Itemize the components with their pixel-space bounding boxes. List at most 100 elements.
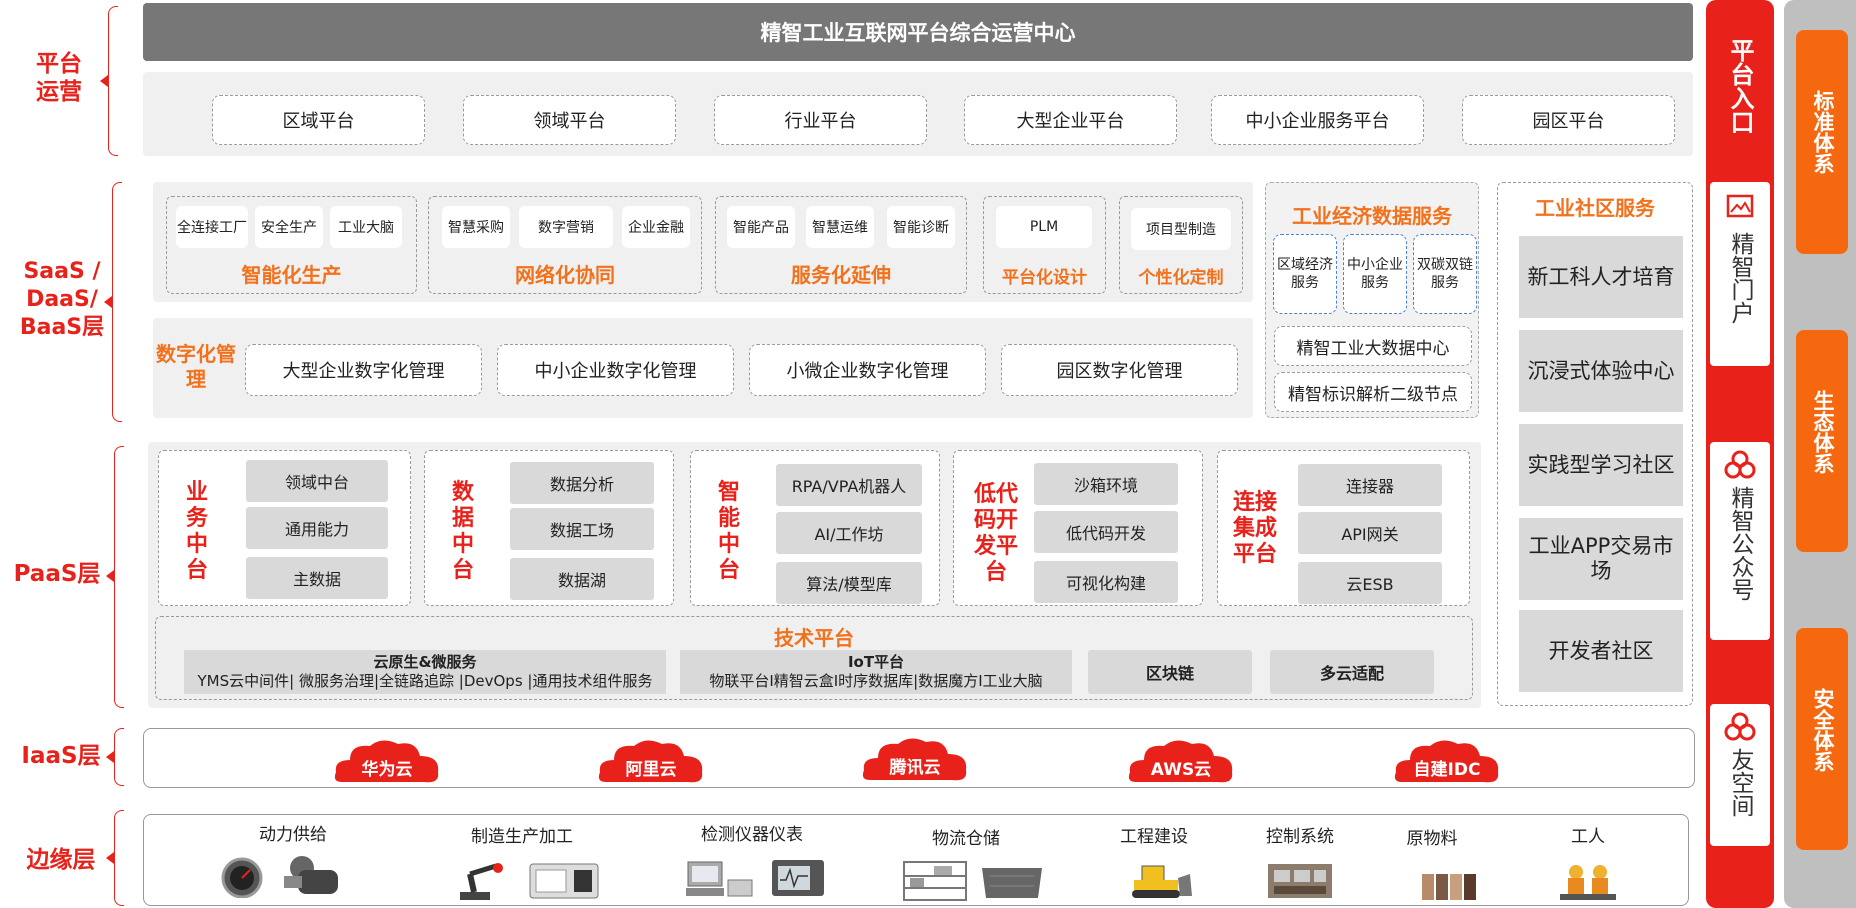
saas-item[interactable]: 工业大脑: [330, 206, 402, 248]
oscilloscope-icon: [772, 860, 824, 896]
cloud-label: 腾讯云: [889, 758, 941, 778]
econ-bigdata-center[interactable]: 精智工业大数据中心: [1274, 326, 1472, 366]
entry-official[interactable]: [1710, 442, 1770, 640]
saas-item[interactable]: 智能产品: [727, 206, 795, 248]
image-icon: [1726, 194, 1754, 218]
platform-region[interactable]: 区域平台: [212, 95, 425, 145]
cloud-icon: [598, 740, 703, 783]
paas-item[interactable]: 低代码开发: [1034, 511, 1178, 553]
edge-panel: [143, 814, 1689, 906]
layer-label-iaas: IaaS层: [21, 743, 101, 769]
raw-material-icon: [1422, 874, 1476, 900]
econ-box-regional[interactable]: 区域经济服务: [1273, 234, 1337, 314]
community-item[interactable]: 开发者社区: [1519, 610, 1683, 692]
bracket-saas: [112, 182, 122, 422]
layer-label-saas: SaaS / DaaS/ BaaS层: [19, 259, 105, 340]
platform-industry[interactable]: 行业平台: [714, 95, 927, 145]
workers-icon: [1560, 865, 1616, 900]
bracket-iaas: [114, 728, 124, 786]
paas-item[interactable]: 可视化构建: [1034, 561, 1178, 603]
cloud-icon: [334, 740, 439, 783]
layer-label-edge: 边缘层: [26, 847, 96, 873]
system-ecology[interactable]: [1796, 330, 1848, 552]
edge-label: 物流仓储: [932, 829, 1000, 849]
saas-item[interactable]: 智慧采购: [442, 206, 510, 248]
bracket-paas: [114, 446, 124, 708]
logo-icon: [1724, 450, 1756, 479]
saas-item[interactable]: 智慧运维: [806, 206, 874, 248]
digital-item[interactable]: 园区数字化管理: [1001, 344, 1238, 396]
cloud-tencent[interactable]: 腾讯云: [860, 734, 970, 786]
paas-item[interactable]: 算法/模型库: [776, 562, 922, 604]
saas-item[interactable]: 数字营销: [519, 206, 613, 248]
digital-management-title: 数字化管理: [156, 342, 236, 391]
tech-blockchain[interactable]: 区块链: [1088, 650, 1252, 694]
layer-label-platform-ops: 平台运营: [36, 51, 82, 105]
warehouse-shelf-icon: [903, 861, 967, 901]
saas-item[interactable]: 智能诊断: [887, 206, 955, 248]
cloud-label: 阿里云: [625, 760, 677, 780]
saas-item[interactable]: PLM: [996, 206, 1092, 248]
digital-item[interactable]: 小微企业数字化管理: [749, 344, 986, 396]
saas-item[interactable]: 安全生产: [255, 206, 323, 248]
platform-domain[interactable]: 领域平台: [463, 95, 676, 145]
saas-item[interactable]: 项目型制造: [1131, 208, 1231, 250]
paas-item[interactable]: API网关: [1298, 512, 1442, 554]
cloud-huawei[interactable]: 华为云: [332, 736, 442, 788]
saas-group-intelligent-production: [166, 196, 417, 294]
pump-icon: [284, 856, 338, 894]
entry-title: 平台入口: [1726, 38, 1754, 134]
tech-cloud-native-title: 云原生&微服务: [373, 653, 477, 671]
platform-park[interactable]: 园区平台: [1462, 95, 1675, 145]
paas-item[interactable]: AI/工作坊: [776, 512, 922, 554]
community-item[interactable]: 新工科人才培育: [1519, 236, 1683, 318]
paas-item[interactable]: 云ESB: [1298, 562, 1442, 604]
edge-label: 动力供给: [238, 820, 348, 845]
cloud-idc[interactable]: 自建IDC: [1392, 736, 1502, 788]
paas-item[interactable]: 数据分析: [510, 462, 654, 504]
econ-box-carbon[interactable]: 双碳双链服务: [1413, 234, 1477, 314]
econ-title: 工业经济数据服务: [1292, 204, 1452, 228]
community-item[interactable]: 工业APP交易市场: [1519, 518, 1683, 600]
paas-item[interactable]: 领域中台: [246, 460, 388, 502]
community-item[interactable]: 沉浸式体验中心: [1519, 330, 1683, 412]
cloud-icon: [862, 738, 967, 781]
paas-item[interactable]: 通用能力: [246, 507, 388, 549]
crate-icon: [982, 868, 1042, 898]
system-standard[interactable]: [1796, 30, 1848, 254]
paas-item[interactable]: 数据湖: [510, 558, 654, 600]
paas-group-title: 连接集成平台: [1232, 490, 1277, 567]
tech-iot-title: IoT平台: [847, 653, 905, 671]
paas-item[interactable]: 连接器: [1298, 464, 1442, 506]
gauge-icon: [221, 857, 263, 898]
paas-item[interactable]: 数据工场: [510, 508, 654, 550]
paas-group-title: 数据中台: [451, 480, 474, 583]
tech-platform: [155, 616, 1473, 700]
tech-iot[interactable]: IoT平台 物联平台I精智云盒I时序数据库|数据魔方I工业大脑: [680, 650, 1072, 694]
edge-label: 检测仪器仪表: [701, 825, 803, 845]
bracket-arrow: [106, 751, 114, 763]
tech-multicloud[interactable]: 多云适配: [1270, 650, 1434, 694]
system-security[interactable]: [1796, 628, 1848, 850]
platform-sme-service[interactable]: 中小企业服务平台: [1211, 95, 1424, 145]
system-ecology-label: 生态体系: [1811, 390, 1835, 474]
logo-icon: [1724, 712, 1756, 741]
cloud-aliyun[interactable]: 阿里云: [596, 736, 706, 788]
saas-item[interactable]: 全连接工厂: [176, 206, 248, 248]
paas-item[interactable]: RPA/VPA机器人: [776, 464, 922, 506]
econ-identifier-node[interactable]: 精智标识解析二级节点: [1274, 372, 1472, 412]
saas-group-customization: [1119, 196, 1243, 294]
entry-friend-label: 友空间: [1727, 748, 1753, 817]
saas-item[interactable]: 企业金融: [622, 206, 690, 248]
community-item[interactable]: 实践型学习社区: [1519, 424, 1683, 506]
econ-box-sme[interactable]: 中小企业服务: [1343, 234, 1407, 314]
bracket-edge: [114, 810, 124, 906]
paas-item[interactable]: 主数据: [246, 557, 388, 599]
cloud-aws[interactable]: AWS云: [1126, 736, 1236, 788]
platform-large-enterprise[interactable]: 大型企业平台: [964, 95, 1177, 145]
paas-item[interactable]: 沙箱环境: [1034, 463, 1178, 505]
entry-portal[interactable]: [1710, 182, 1770, 366]
digital-item[interactable]: 中小企业数字化管理: [497, 344, 734, 396]
tech-cloud-native[interactable]: 云原生&微服务 YMS云中间件| 微服务治理|全链路追踪 |DevOps |通用…: [184, 650, 666, 694]
digital-item[interactable]: 大型企业数字化管理: [245, 344, 482, 396]
